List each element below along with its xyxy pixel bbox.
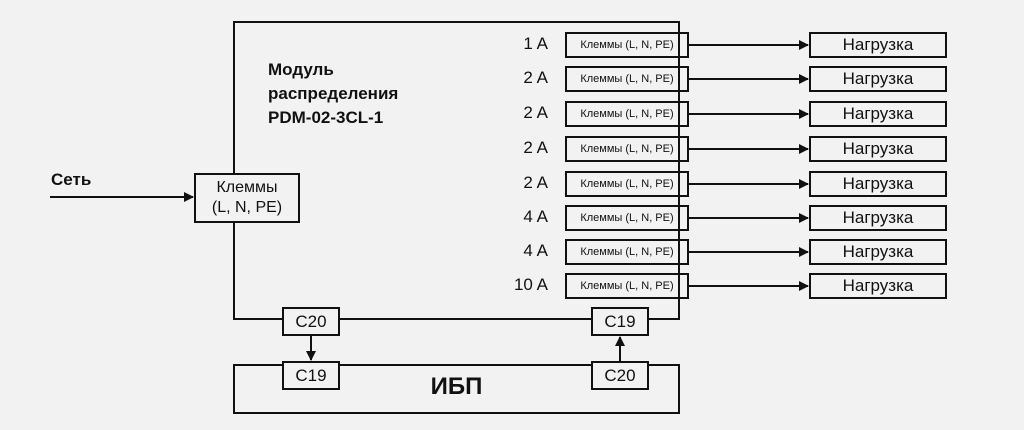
input-terminal-line-1: Клеммы — [216, 179, 278, 196]
output-current-label: 10 A — [513, 275, 548, 294]
output-current-label: 2 A — [523, 173, 548, 192]
ups-connector-c20: C20 — [591, 361, 649, 390]
output-terminal-box: Клеммы (L, N, PE) — [565, 171, 689, 197]
input-terminal-line-2: (L, N, PE) — [211, 199, 283, 216]
ups-label: ИБП — [430, 373, 483, 400]
output-current-label: 2 A — [523, 68, 548, 87]
output-terminal-box: Клеммы (L, N, PE) — [565, 205, 689, 231]
output-terminal-box: Клеммы (L, N, PE) — [565, 101, 689, 127]
output-current-label: 4 A — [523, 241, 548, 260]
load-box: Нагрузка — [809, 136, 947, 162]
ups-connector-c19: C19 — [282, 361, 340, 390]
output-current-label: 4 A — [523, 207, 548, 226]
load-box: Нагрузка — [809, 171, 947, 197]
module-border-bottom — [233, 318, 680, 320]
module-title-line-1: Модуль — [268, 60, 334, 79]
load-box: Нагрузка — [809, 66, 947, 92]
output-terminal-box: Клеммы (L, N, PE) — [565, 136, 689, 162]
load-box: Нагрузка — [809, 32, 947, 58]
output-current-label: 2 A — [523, 138, 548, 157]
output-current-label: 1 A — [523, 34, 548, 53]
module-connector-c20: C20 — [282, 307, 340, 336]
output-terminal-box: Клеммы (L, N, PE) — [565, 273, 689, 299]
load-box: Нагрузка — [809, 273, 947, 299]
output-terminal-box: Клеммы (L, N, PE) — [565, 32, 689, 58]
module-connector-c19: C19 — [591, 307, 649, 336]
input-terminal-box: Клеммы (L, N, PE) — [194, 173, 300, 223]
output-terminal-box: Клеммы (L, N, PE) — [565, 239, 689, 265]
output-current-label: 2 A — [523, 103, 548, 122]
module-title-line-3: PDM-02-3CL-1 — [268, 108, 384, 127]
output-terminal-box: Клеммы (L, N, PE) — [565, 66, 689, 92]
module-border-top — [233, 21, 680, 23]
load-box: Нагрузка — [809, 101, 947, 127]
load-box: Нагрузка — [809, 205, 947, 231]
module-title-line-2: распределения — [268, 84, 399, 103]
module-title: Модуль распределения PDM-02-3CL-1 — [268, 58, 398, 130]
module-border-left — [233, 21, 235, 320]
load-box: Нагрузка — [809, 239, 947, 265]
mains-label: Сеть — [51, 170, 92, 189]
